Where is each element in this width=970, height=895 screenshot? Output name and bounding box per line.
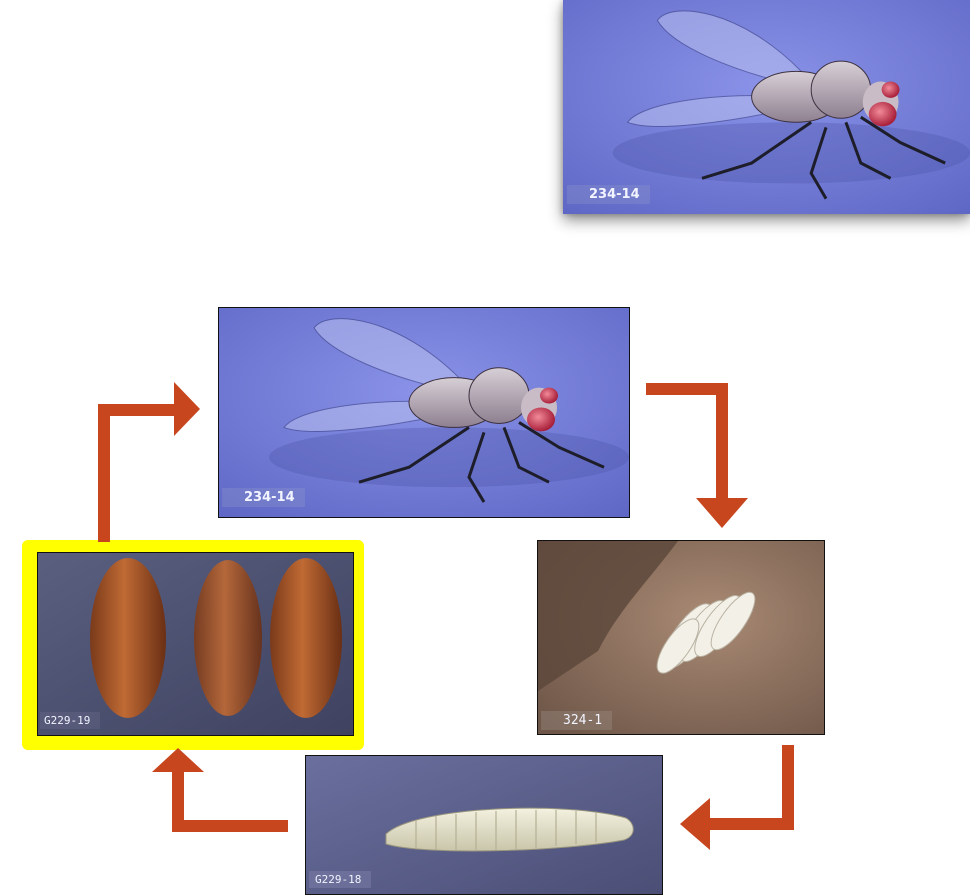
- right-angle-arrow-icon: [680, 745, 794, 850]
- fly-image: [563, 0, 970, 214]
- eggs-image: [538, 541, 824, 734]
- eggs-photo-label: 324-1: [541, 711, 612, 730]
- larva-photo: G229-18: [305, 755, 663, 895]
- eggs-photo: 324-1: [537, 540, 825, 735]
- hero-photo-label: 234-14: [567, 185, 650, 204]
- hero-fly-photo: 234-14: [563, 0, 970, 214]
- right-angle-arrow-icon: [646, 383, 748, 528]
- larva-photo-label: G229-18: [309, 871, 371, 888]
- right-angle-arrow-icon: [152, 748, 288, 832]
- fly-image: [219, 308, 629, 517]
- right-angle-arrow-icon: [98, 382, 200, 542]
- pupa-photo-label: G229-19: [40, 712, 100, 729]
- adult-photo-label: 234-14: [222, 488, 305, 507]
- adult-fly-photo: 234-14: [218, 307, 630, 518]
- pupa-photo: G229-19: [37, 552, 354, 736]
- pupa-image: [38, 553, 353, 735]
